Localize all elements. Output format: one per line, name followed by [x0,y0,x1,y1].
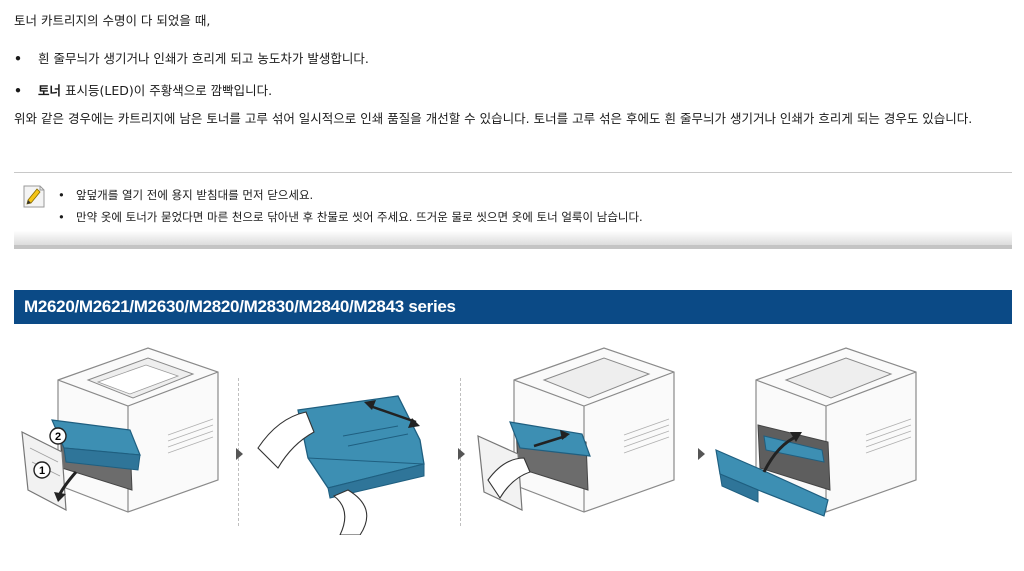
section-banner: M2620/M2621/M2630/M2820/M2830/M2840/M284… [14,290,1012,324]
bullet-dot: • [14,83,22,98]
note-pencil-icon [23,185,45,208]
step3-insert-cartridge-figure [477,347,675,513]
callout-2: 2 [55,431,61,443]
note-item: • 앞덮개를 열기 전에 용지 받침대를 먼저 닫으세요. [58,187,313,203]
note-item: • 만약 옷에 토너가 묻었다면 마른 천으로 닦아낸 후 찬물로 씻어 주세요.… [58,209,643,225]
intro-text: 토너 카트리지의 수명이 다 되었을 때, [14,13,211,28]
note-box: • 앞덮개를 열기 전에 용지 받침대를 먼저 닫으세요. • 만약 옷에 토너가 … [14,172,1012,249]
step4-close-cover-figure [715,347,917,517]
bullet-dot: • [58,188,65,202]
note-text: 앞덮개를 열기 전에 용지 받침대를 먼저 닫으세요. [76,188,314,202]
section-title: M2620/M2621/M2630/M2820/M2830/M2840/M284… [24,297,456,316]
bullet-dot: • [14,51,22,66]
list-item: • 흰 줄무늬가 생기거나 인쇄가 흐리게 되고 농도차가 발생합니다. [14,50,369,68]
body-paragraph: 위와 같은 경우에는 카트리지에 남은 토너를 고루 섞어 일시적으로 인쇄 품… [14,111,973,126]
toner-label: 토너 [38,83,62,98]
list-item: • 토너 표시등(LED)이 주황색으로 깜빡입니다. [14,82,272,100]
step-arrow-icon [698,448,705,460]
step1-open-cover-figure: 2 1 [21,347,219,513]
note-text: 만약 옷에 토너가 묻었다면 마른 천으로 닦아낸 후 찬물로 씻어 주세요. … [76,210,643,224]
step-arrow-icon [236,448,243,460]
bullet-dot: • [58,210,65,224]
step-arrow-icon [458,448,465,460]
callout-1: 1 [39,465,45,477]
step2-shake-cartridge-figure [257,395,425,535]
bullet-text: 흰 줄무늬가 생기거나 인쇄가 흐리게 되고 농도차가 발생합니다. [38,51,369,66]
bullet-text: 표시등(LED)이 주황색으로 깜빡입니다. [61,83,273,98]
